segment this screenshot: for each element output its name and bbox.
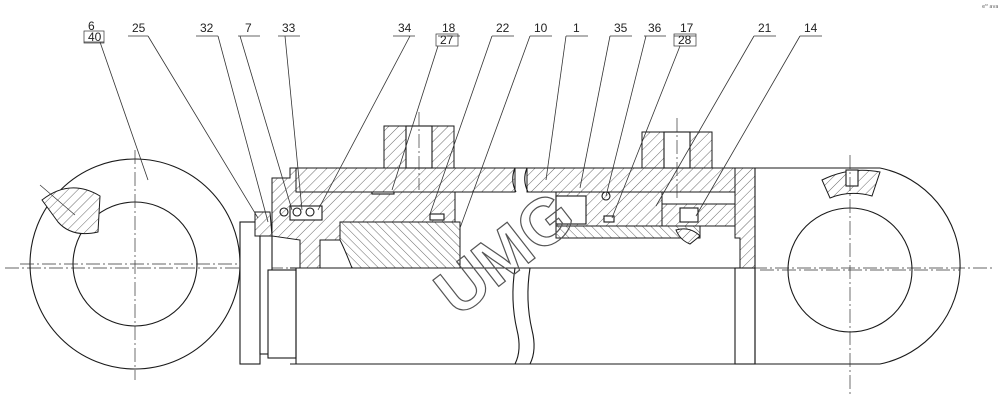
label-17: 17 (680, 21, 694, 35)
label-33: 33 (282, 21, 296, 35)
right-eye (760, 155, 961, 395)
label-6: 6 (88, 19, 95, 33)
piston-rod (290, 267, 735, 365)
rod-end-neck (239, 211, 297, 365)
label-32: 32 (200, 21, 214, 35)
label-28-box (673, 33, 697, 47)
label-27-box (435, 33, 459, 47)
cylinder-barrel (295, 167, 745, 193)
label-35: 35 (614, 21, 628, 35)
label-40-box (83, 30, 105, 44)
label-25: 25 (132, 21, 146, 35)
label-7: 7 (245, 21, 252, 35)
label-1: 1 (573, 21, 580, 35)
port-block-right (641, 118, 713, 198)
port-block-left (383, 112, 455, 190)
cap-end (734, 167, 880, 365)
label-22: 22 (496, 21, 510, 35)
label-40: 40 (88, 30, 102, 44)
label-28: 28 (678, 33, 692, 47)
label-27: 27 (440, 33, 454, 47)
gland-head (271, 167, 461, 269)
left-eye (20, 150, 250, 380)
label-36: 36 (648, 21, 662, 35)
callout-leaders (84, 35, 822, 229)
label-18: 18 (442, 21, 456, 35)
label-21: 21 (758, 21, 772, 35)
label-10: 10 (534, 21, 548, 35)
label-34: 34 (398, 21, 412, 35)
corner-note: eᴹ ava (982, 4, 998, 10)
label-14: 14 (804, 21, 818, 35)
